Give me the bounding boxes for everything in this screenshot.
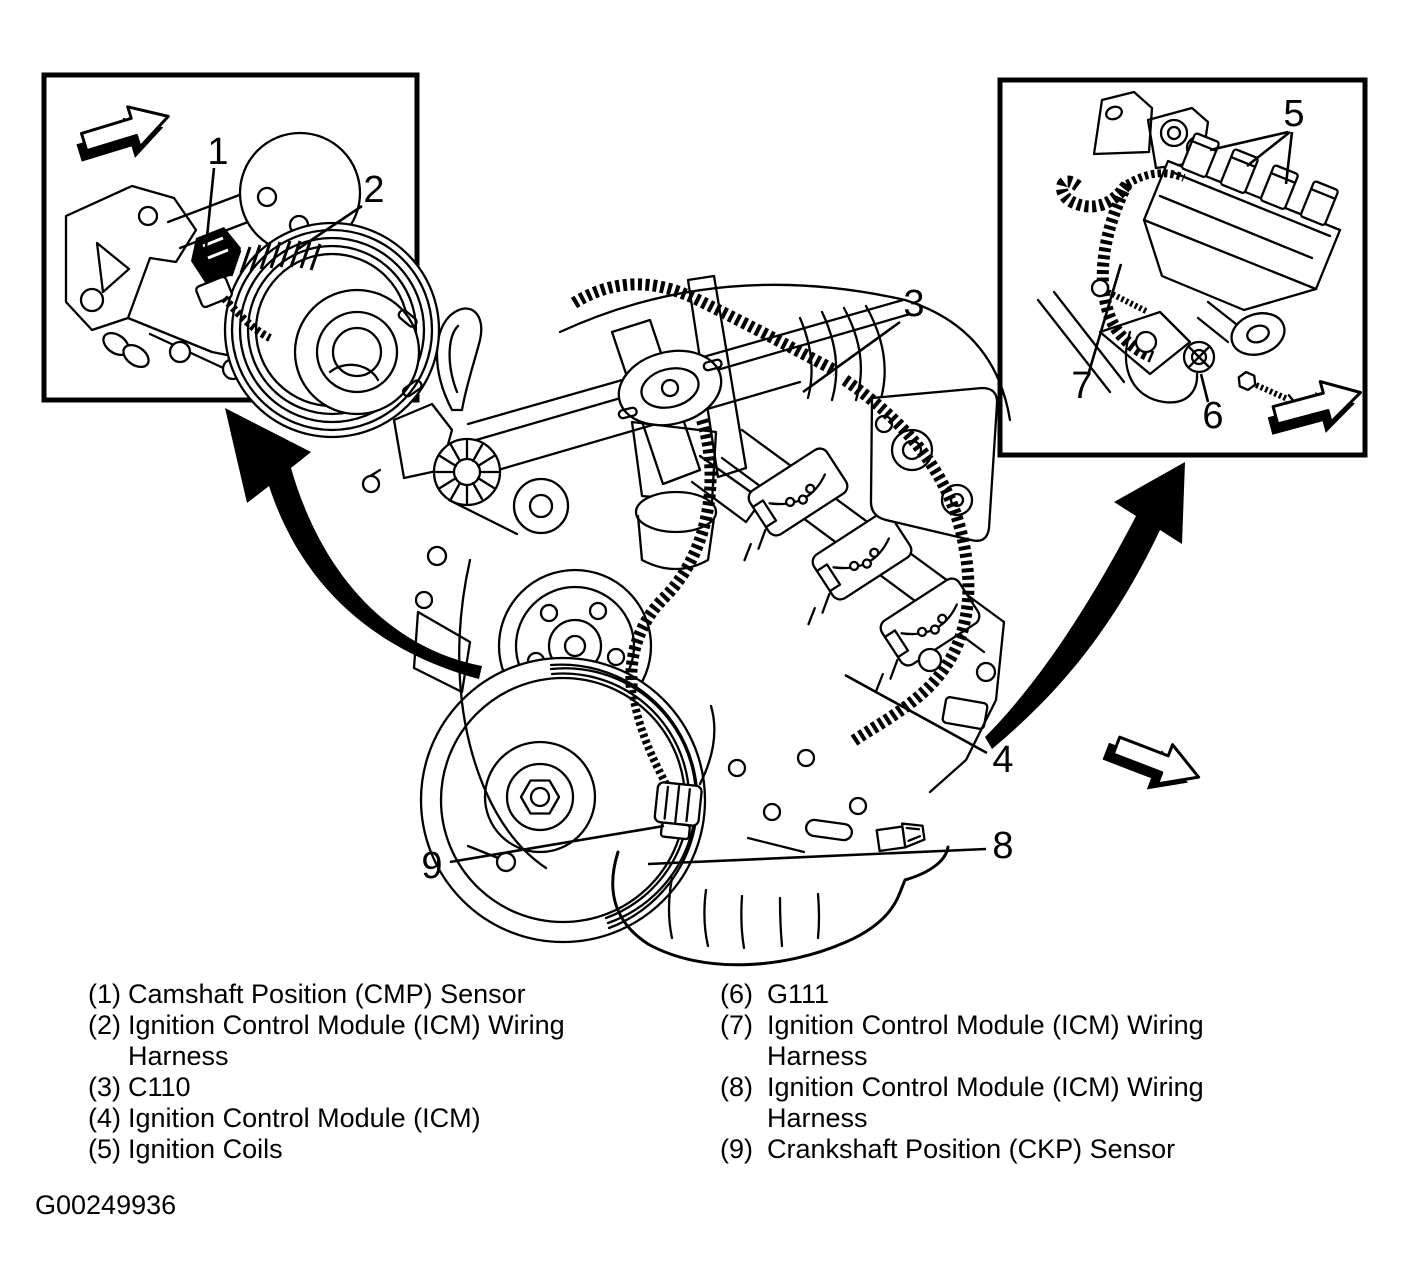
legend-item-7: (7) Ignition Control Module (ICM) Wiring… [720, 1010, 1257, 1072]
crankshaft-pulley [419, 656, 707, 944]
legend-num: (5) [88, 1134, 121, 1164]
engine-lift-hook [435, 307, 483, 412]
legend-num: (8) [720, 1072, 753, 1102]
inset-right-detail: 5 7 6 [997, 77, 1370, 458]
leader-line-9 [449, 824, 665, 864]
belt-tensioner-pulley [432, 437, 502, 507]
direction-arrow-left-inset [68, 94, 179, 175]
legend-left-column: (1) Camshaft Position (CMP) Sensor (2) I… [88, 979, 618, 1165]
leader-line-3 [802, 320, 901, 394]
legend-item-2: (2) Ignition Control Module (ICM) Wiring… [88, 1010, 618, 1072]
main-callouts: 3 4 8 9 [421, 283, 1013, 887]
callout-6: 6 [1202, 395, 1223, 437]
harness-conduit-right [841, 375, 975, 747]
legend-label: Ignition Coils [128, 1134, 283, 1164]
legend-num: (7) [720, 1010, 753, 1040]
inset-crank-pulley [223, 221, 441, 439]
callout-4: 4 [992, 739, 1013, 781]
legend-label: Ignition Control Module (ICM) Wiring Har… [128, 1010, 565, 1071]
direction-arrow-main [1096, 721, 1208, 807]
harness-conduit-center [625, 418, 717, 691]
leader-line-6 [1199, 373, 1210, 403]
legend-item-6: (6) G111 [720, 979, 1257, 1010]
ckp-sensor-connector [653, 781, 703, 841]
magnify-arrow-right [985, 462, 1185, 749]
leader-line-4 [844, 673, 988, 755]
callout-9: 9 [421, 845, 442, 887]
icm-module [1142, 132, 1342, 312]
callout-8: 8 [992, 825, 1013, 867]
legend-label: Ignition Control Module (ICM) Wiring Har… [767, 1010, 1204, 1071]
engine-front-view [361, 274, 1012, 967]
legend-num: (1) [88, 979, 121, 1009]
legend-item-4: (4) Ignition Control Module (ICM) [88, 1103, 618, 1134]
oil-pan [611, 845, 950, 967]
inset-harness-conduit [1096, 181, 1155, 363]
legend-item-5: (5) Ignition Coils [88, 1134, 618, 1165]
legend-num: (4) [88, 1103, 121, 1133]
inset-harness-hook [1056, 175, 1132, 213]
inset-right-border [997, 77, 1368, 458]
legend-num: (3) [88, 1072, 121, 1102]
g111-ground-bolt [1182, 340, 1216, 374]
figure-code: G00249936 [35, 1190, 177, 1220]
leader-lines-5 [1209, 130, 1294, 185]
magnify-arrow-left [225, 408, 482, 679]
leader-line-7 [1087, 263, 1123, 373]
legend-label: Ignition Control Module (ICM) Wiring Har… [767, 1072, 1204, 1133]
callout-3: 3 [903, 283, 924, 325]
inset-left-border [41, 72, 420, 403]
legend-item-8: (8) Ignition Control Module (ICM) Wiring… [720, 1072, 1257, 1134]
inset-left-detail: 1 2 [41, 72, 441, 439]
legend-item-3: (3) C110 [88, 1072, 618, 1103]
leader-line-1 [204, 167, 216, 248]
cmp-sensor [191, 227, 272, 342]
legend-num: (9) [720, 1134, 753, 1164]
legend-label: C110 [128, 1072, 191, 1102]
legend-label: Ignition Control Module (ICM) [128, 1103, 481, 1133]
direction-arrow-right-inset [1260, 370, 1370, 448]
legend-label: G111 [767, 979, 830, 1009]
leader-line-8 [647, 847, 987, 866]
engine-mount-boss [617, 349, 723, 427]
legend-label: Camshaft Position (CMP) Sensor [128, 979, 526, 1009]
legend-item-1: (1) Camshaft Position (CMP) Sensor [88, 979, 618, 1010]
ignition-coil-3 [875, 577, 981, 692]
legend-right-column: (6) G111 (7) Ignition Control Module (IC… [720, 979, 1257, 1165]
legend-num: (2) [88, 1010, 121, 1040]
drain-plug [875, 822, 926, 853]
ignition-coil-1 [743, 447, 849, 562]
callout-1: 1 [207, 131, 228, 173]
callout-2: 2 [363, 169, 384, 211]
legend-label: Crankshaft Position (CKP) Sensor [767, 1134, 1176, 1164]
leader-line-2 [297, 204, 363, 251]
legend-num: (6) [720, 979, 753, 1009]
ignition-coil-2 [807, 511, 913, 626]
callout-5: 5 [1283, 93, 1304, 135]
legend-item-9: (9) Crankshaft Position (CKP) Sensor [720, 1134, 1257, 1165]
callout-7: 7 [1071, 365, 1092, 407]
